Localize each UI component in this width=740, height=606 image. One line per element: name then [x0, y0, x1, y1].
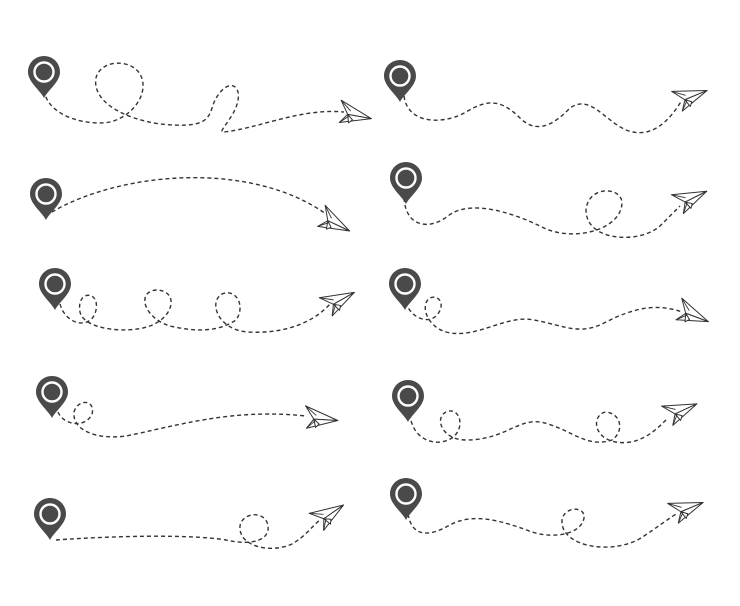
map-pin-icon: [389, 268, 421, 310]
map-pin-icon: [39, 268, 71, 310]
route-three-loops: [39, 268, 355, 333]
paper-plane-icon: [338, 99, 372, 124]
paper-plane-icon: [308, 504, 345, 531]
route-two-loops-wave: [392, 380, 698, 444]
route-small-loop-curve: [36, 376, 339, 438]
map-pin-icon: [392, 380, 424, 422]
route-mid-loop-rise: [390, 478, 704, 548]
dashed-route-line: [57, 401, 307, 438]
map-pin-icon: [390, 478, 422, 520]
map-pin-icon: [34, 498, 66, 540]
dashed-route-line: [55, 514, 321, 549]
paper-plane-icon: [671, 89, 708, 112]
map-pin-icon: [30, 178, 62, 220]
route-early-loop-wave: [389, 268, 709, 335]
dashed-route-line: [405, 296, 683, 335]
paper-plane-icon: [661, 403, 698, 426]
dashed-route-line: [409, 410, 669, 444]
route-wide-arc: [30, 177, 351, 232]
dashed-route-line: [407, 508, 677, 548]
route-flat-end-loop: [34, 498, 345, 549]
route-wave: [384, 60, 708, 134]
map-pin-icon: [384, 60, 416, 102]
paper-plane-icon: [675, 297, 709, 323]
route-loop-twice: [28, 56, 372, 133]
dashed-route-line: [403, 190, 681, 238]
map-pin-icon: [28, 56, 60, 98]
map-pin-icon: [390, 162, 422, 204]
dashed-route-line: [59, 289, 331, 333]
paper-plane-icon: [667, 501, 704, 524]
paper-plane-icon: [670, 190, 708, 215]
dashed-route-line: [51, 177, 327, 215]
paper-plane-icon: [305, 405, 339, 429]
map-pin-icon: [36, 376, 68, 418]
paper-plane-icon: [318, 291, 355, 317]
route-late-loop: [390, 162, 708, 238]
dashed-route-line: [43, 62, 345, 133]
dashed-route-line: [403, 95, 683, 134]
paper-plane-icon: [317, 204, 351, 232]
